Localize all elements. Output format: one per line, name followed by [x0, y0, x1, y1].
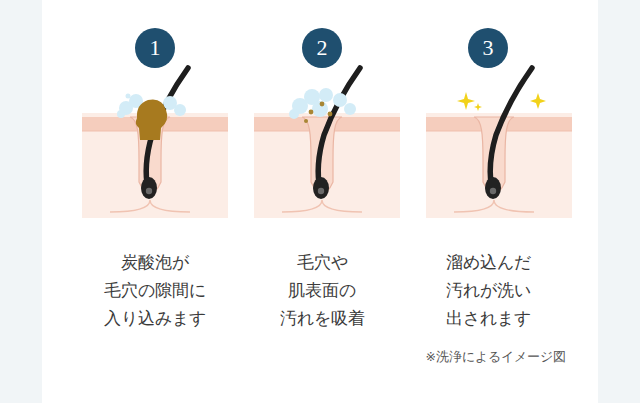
step-number-circle: 3 [468, 28, 508, 68]
step-number-circle: 2 [302, 28, 342, 68]
step-caption: 毛穴や 肌表面の 汚れを吸着 [266, 248, 378, 332]
step-number: 3 [483, 37, 494, 59]
step-number-circle: 1 [135, 28, 175, 68]
step-caption: 溜め込んだ 汚れが洗い 出されます [440, 248, 535, 332]
footnote: ※洗浄によるイメージ図 [426, 349, 566, 366]
step-number: 2 [317, 37, 328, 59]
step-number: 1 [150, 37, 161, 59]
step-caption: 炭酸泡が 毛穴の隙間に 入り込みます [92, 248, 218, 332]
